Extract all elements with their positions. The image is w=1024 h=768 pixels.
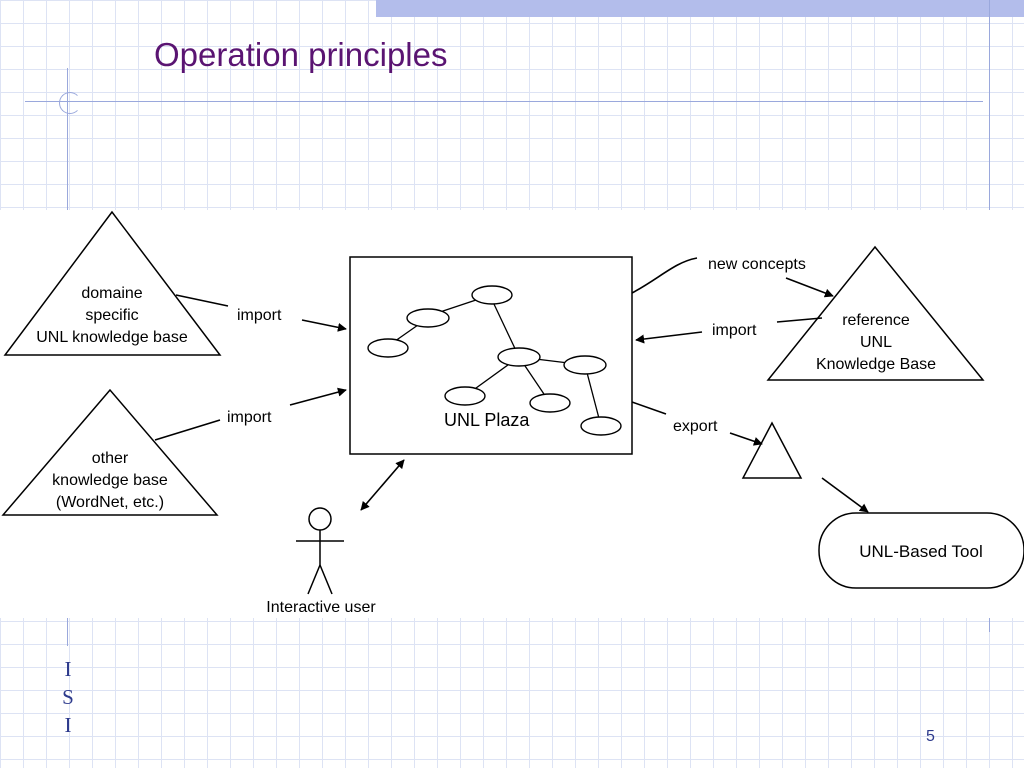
right-guide-line xyxy=(989,0,990,210)
kb-other: other knowledge base (WordNet, etc.) xyxy=(1,388,219,516)
kb-domain-specific: domaine specific UNL knowledge base xyxy=(3,210,222,356)
new-concepts-label: new concepts xyxy=(708,256,806,273)
unl-based-tool: UNL-Based Tool xyxy=(818,512,1024,589)
title-underline xyxy=(25,101,983,102)
export-label: export xyxy=(673,418,718,435)
kb-reference-line-3: Knowledge Base xyxy=(816,356,936,373)
tool-label: UNL-Based Tool xyxy=(859,542,982,561)
new-concepts-connector xyxy=(631,257,834,298)
kb-reference: reference UNL Knowledge Base xyxy=(766,245,985,381)
user-plaza-arrow xyxy=(360,459,405,511)
unl-plaza: UNL Plaza xyxy=(349,256,633,455)
kb-domain-line-1: domaine xyxy=(81,285,142,302)
kb-reference-line-1: reference xyxy=(842,312,910,329)
sidebar-letter-3: I xyxy=(64,713,72,737)
import-label-other: import xyxy=(227,409,272,426)
kb-domain-line-2: specific xyxy=(85,307,138,324)
right-guide-line-bottom xyxy=(989,618,990,632)
sidebar-letter-1: I xyxy=(64,657,72,681)
left-guide-line xyxy=(67,68,68,210)
kb-other-line-3: (WordNet, etc.) xyxy=(56,494,164,511)
export-connector xyxy=(631,401,869,513)
kb-other-line-2: knowledge base xyxy=(52,472,168,489)
title-ornament xyxy=(59,92,81,114)
slide-title: Operation principles xyxy=(154,36,448,73)
page-number: 5 xyxy=(926,728,935,745)
plaza-network-nodes xyxy=(367,285,622,436)
kb-reference-line-2: UNL xyxy=(860,334,892,351)
top-accent-bar xyxy=(376,0,1024,17)
interactive-user-figure xyxy=(296,507,344,595)
plaza-label: UNL Plaza xyxy=(444,410,530,430)
left-guide-line-bottom xyxy=(67,618,68,646)
import-label-reference: import xyxy=(712,322,757,339)
export-triangle xyxy=(741,421,803,479)
sidebar-letter-2: S xyxy=(62,685,74,709)
user-label: Interactive user xyxy=(266,599,376,616)
kb-other-line-1: other xyxy=(92,450,129,467)
sidebar-logo-letters: I S I xyxy=(58,655,78,739)
import-label-domain: import xyxy=(237,307,282,324)
left-import-connectors xyxy=(154,294,347,441)
kb-domain-line-3: UNL knowledge base xyxy=(36,329,188,346)
reference-import-connector xyxy=(635,317,823,344)
